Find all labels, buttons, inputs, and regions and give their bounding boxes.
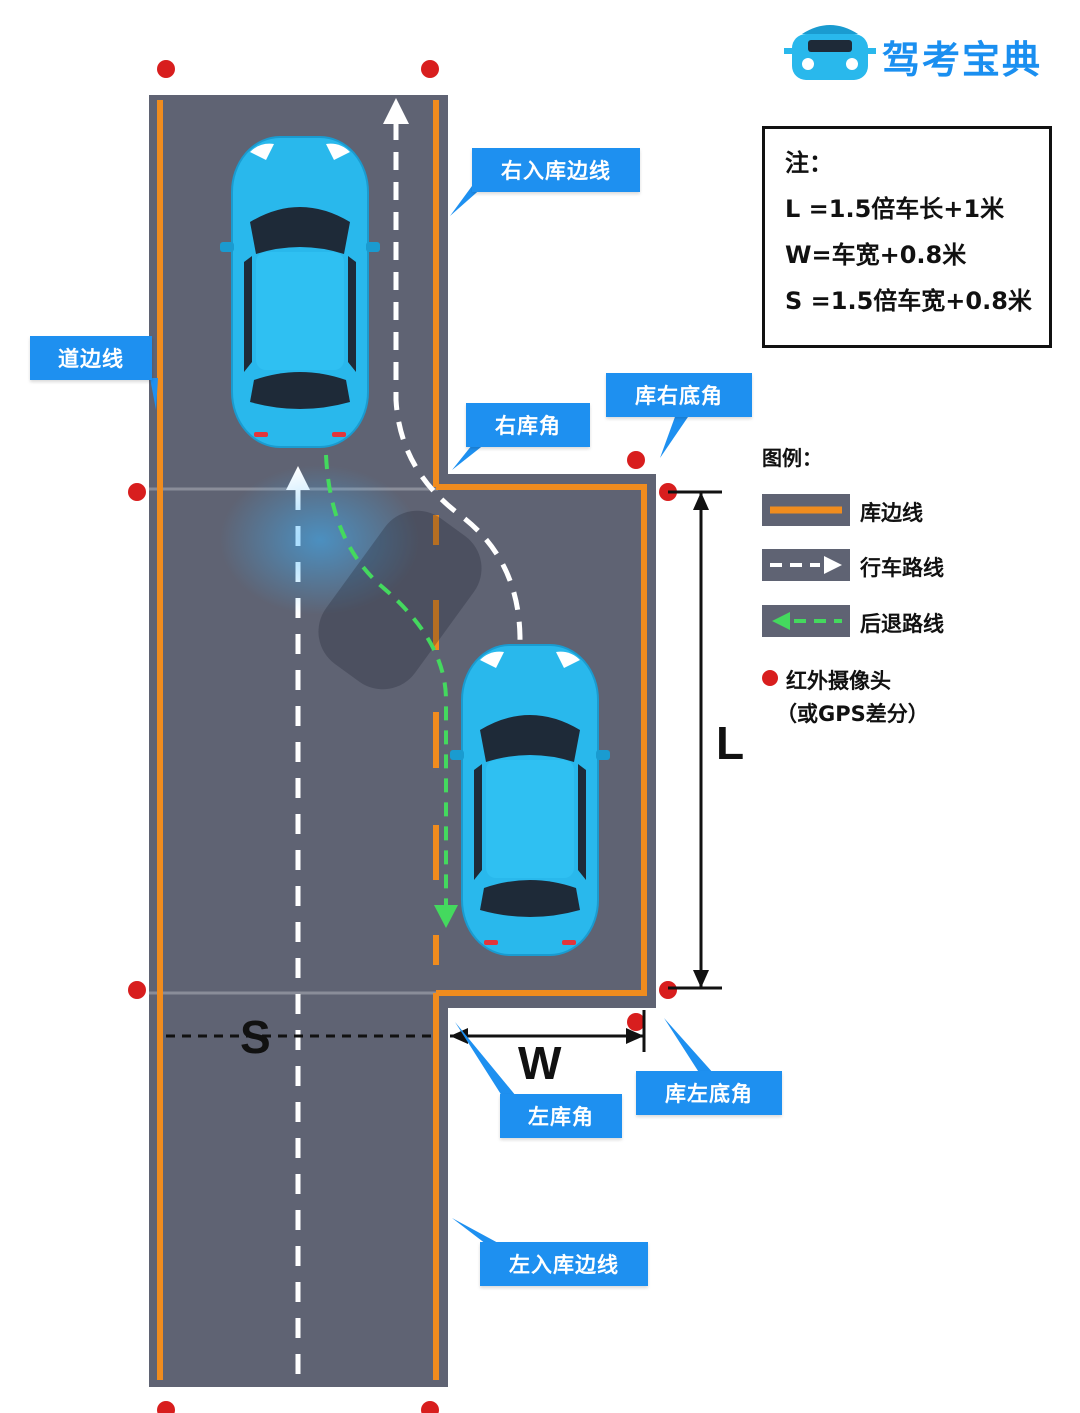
legend-drive-path-text: 行车路线 [860, 556, 944, 580]
label-right-garage-corner: 右库角 [466, 403, 590, 447]
brand-logo: 驾考宝典 [790, 24, 1042, 88]
garage-edge-line [436, 484, 647, 996]
legend-edge-line-text: 库边线 [860, 501, 923, 525]
sensor [421, 1401, 439, 1413]
car-parked [449, 644, 611, 956]
sensor-group [128, 60, 677, 1413]
label-garage-left-bottom-corner: 库左底角 [636, 1071, 782, 1115]
dimension-s-label: S [240, 1011, 271, 1063]
legend-reverse-path-text: 后退路线 [860, 612, 944, 636]
note-title: 注： [785, 149, 833, 177]
drive-path-arrow [383, 98, 409, 124]
drive-path [393, 122, 523, 641]
legend-swatch-edge-line [762, 494, 850, 526]
dimension-w-label: W [518, 1037, 562, 1089]
dimension-l-label: L [716, 717, 745, 769]
note-line-w: W=车宽+0.8米 [785, 241, 967, 269]
sensor [627, 451, 645, 469]
label-left-entry-line: 左入库边线 [480, 1242, 648, 1286]
label-pointers [150, 186, 714, 1244]
sensor [659, 981, 677, 999]
ghost-car [318, 510, 482, 690]
brand-car-icon [784, 25, 876, 80]
sensor [128, 483, 146, 501]
label-garage-right-bottom-corner: 库右底角 [606, 373, 752, 417]
dimension-w [450, 1010, 646, 1052]
legend-sensor-text: 红外摄像头 [786, 669, 891, 693]
brand-name: 驾考宝典 [882, 37, 1043, 82]
sensor [627, 1013, 645, 1031]
note-line-s: S =1.5倍车宽+0.8米 [785, 287, 1032, 315]
dimension-l [668, 490, 722, 990]
reverse-path [324, 454, 448, 912]
sensor [157, 60, 175, 78]
sensor [128, 981, 146, 999]
label-left-garage-corner: 左库角 [500, 1094, 622, 1138]
car-top [219, 136, 381, 448]
legend-title: 图例： [762, 446, 822, 470]
legend-swatch-reverse-path [762, 605, 850, 637]
label-road-edge-line: 道边线 [30, 336, 152, 380]
sensor [157, 1401, 175, 1413]
legend-sensor-subtext: （或GPS差分） [776, 702, 929, 726]
note-line-l: L =1.5倍车长+1米 [785, 195, 1005, 223]
reverse-path-arrow [434, 905, 458, 928]
sensor [421, 60, 439, 78]
note-box: 注： L =1.5倍车长+1米 W=车宽+0.8米 S =1.5倍车宽+0.8米 [762, 126, 1052, 348]
legend-swatch-drive-path [762, 549, 850, 581]
label-right-entry-line: 右入库边线 [472, 148, 640, 192]
legend-swatch-sensor [762, 670, 778, 686]
